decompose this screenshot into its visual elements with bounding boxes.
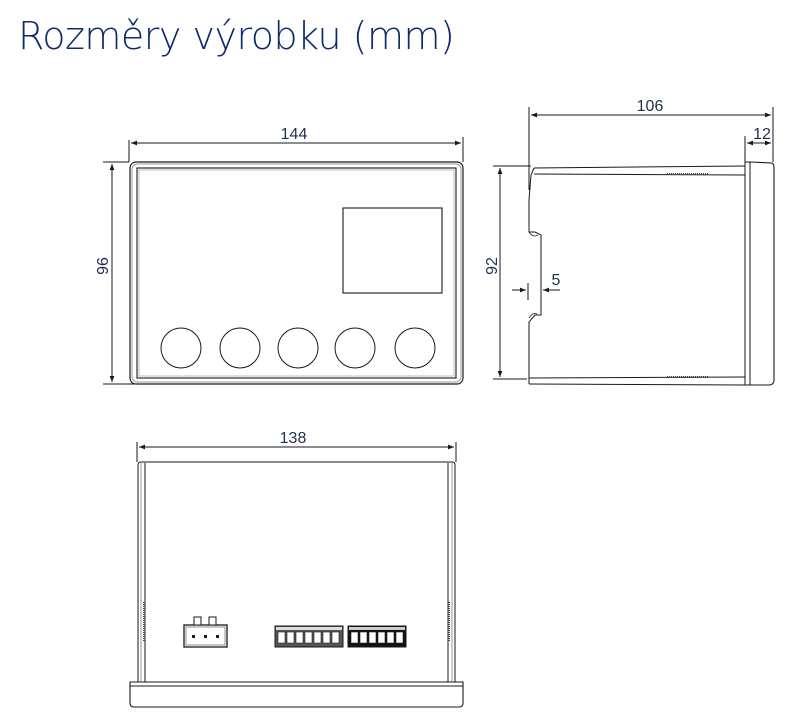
terminal-block-1 (274, 625, 344, 648)
bottom-width-label: 138 (280, 430, 307, 447)
button-circle-3 (277, 327, 319, 369)
side-bezel-label: 12 (753, 126, 771, 143)
terminal-block-2 (347, 625, 407, 648)
button-circle-2 (219, 327, 261, 369)
side-view: 106 12 92 5 (484, 98, 775, 386)
power-connector (183, 616, 228, 648)
side-clip-label: 5 (552, 272, 561, 289)
button-circle-1 (160, 327, 202, 369)
button-circle-5 (394, 327, 436, 369)
page-title: Rozměry výrobku (mm) (18, 14, 455, 58)
side-depth-label: 106 (637, 98, 664, 115)
bottom-view: 138 (129, 430, 464, 708)
front-view: 144 96 (95, 126, 464, 385)
button-circle-4 (334, 327, 376, 369)
front-height-label: 96 (95, 257, 112, 275)
display-window (342, 207, 443, 294)
front-width-label: 144 (281, 126, 308, 143)
side-height-label: 92 (484, 257, 501, 275)
